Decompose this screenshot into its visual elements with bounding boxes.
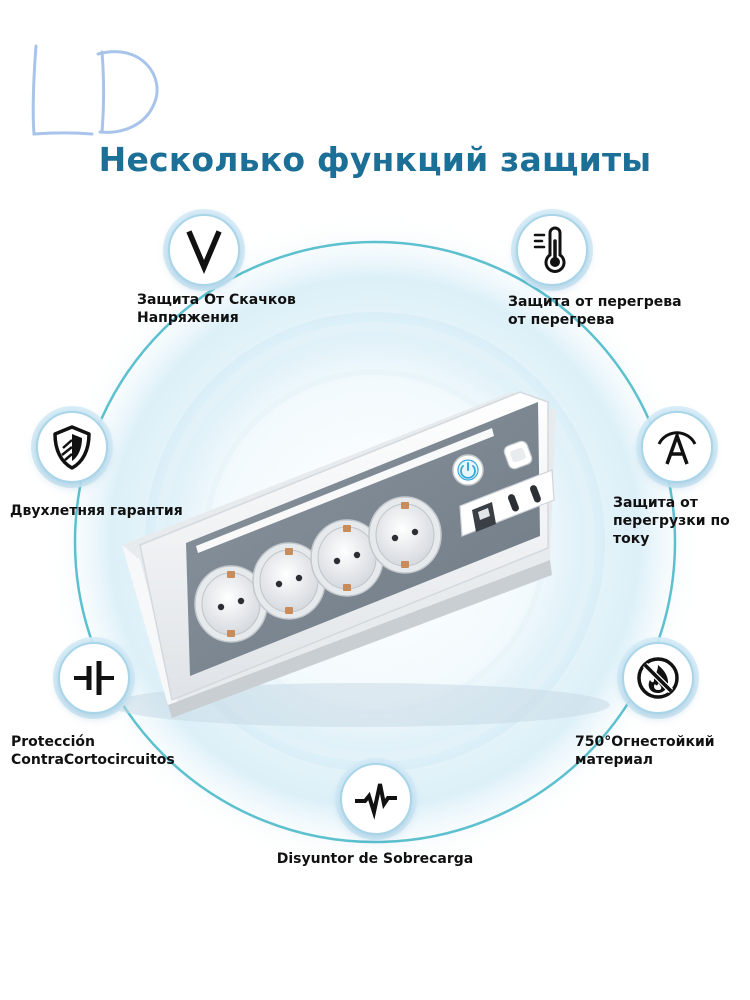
voltage-v-icon xyxy=(168,214,240,286)
led-strip xyxy=(196,428,494,553)
page-title: Несколько функций защиты xyxy=(98,140,652,179)
socket-outlet-2[interactable] xyxy=(252,542,326,620)
ammeter-a-icon xyxy=(641,411,713,483)
usb-a-port[interactable] xyxy=(472,502,496,532)
socket-outlet-4[interactable] xyxy=(368,496,442,574)
pulse-wave-icon xyxy=(340,763,412,835)
light-button[interactable] xyxy=(503,440,534,471)
socket-outlet-3[interactable] xyxy=(310,519,384,597)
no-fire-icon xyxy=(622,642,694,714)
feature-label-breaker: Disyuntor de Sobrecarga xyxy=(276,851,474,867)
thermometer-icon xyxy=(516,214,588,286)
usb-port-module xyxy=(459,469,555,537)
feature-label-warranty: Двухлетняя гарантия xyxy=(10,503,183,519)
short-circuit-icon xyxy=(58,642,130,714)
shield-icon xyxy=(36,411,108,483)
usb-c-port-2[interactable] xyxy=(529,484,542,503)
socket-group xyxy=(194,496,442,643)
outer-ring xyxy=(73,240,677,844)
power-button[interactable] xyxy=(452,454,484,486)
socket-outlet-1[interactable] xyxy=(194,565,268,643)
usb-c-port-1[interactable] xyxy=(507,493,520,512)
brand-logo: LD xyxy=(31,44,159,136)
